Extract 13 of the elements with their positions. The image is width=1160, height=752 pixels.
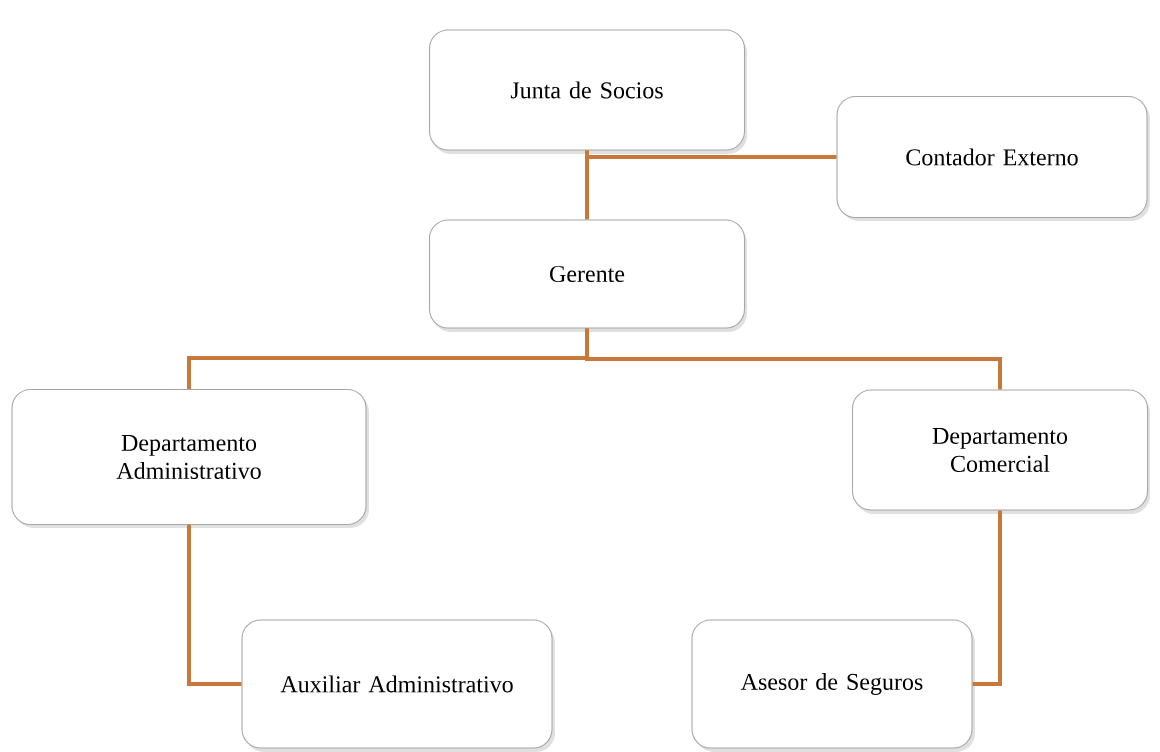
connector-line [585, 328, 1002, 390]
node-label: Contador Externo [906, 148, 1078, 166]
org-box: Auxiliar Administrativo [241, 619, 553, 749]
org-box: Contador Externo [836, 95, 1148, 219]
node-label: Departamento Comercial [932, 428, 1068, 472]
connector-line [585, 150, 589, 220]
org-box: Gerente [428, 219, 746, 329]
org-box: Departamento Comercial [851, 389, 1149, 511]
org-box: Departamento Administrativo [11, 388, 367, 526]
connector-line [187, 525, 242, 686]
connector-line [972, 510, 1002, 686]
org-box: Asesor de Seguros [691, 619, 973, 749]
org-box: Junta de Socios [428, 29, 746, 151]
